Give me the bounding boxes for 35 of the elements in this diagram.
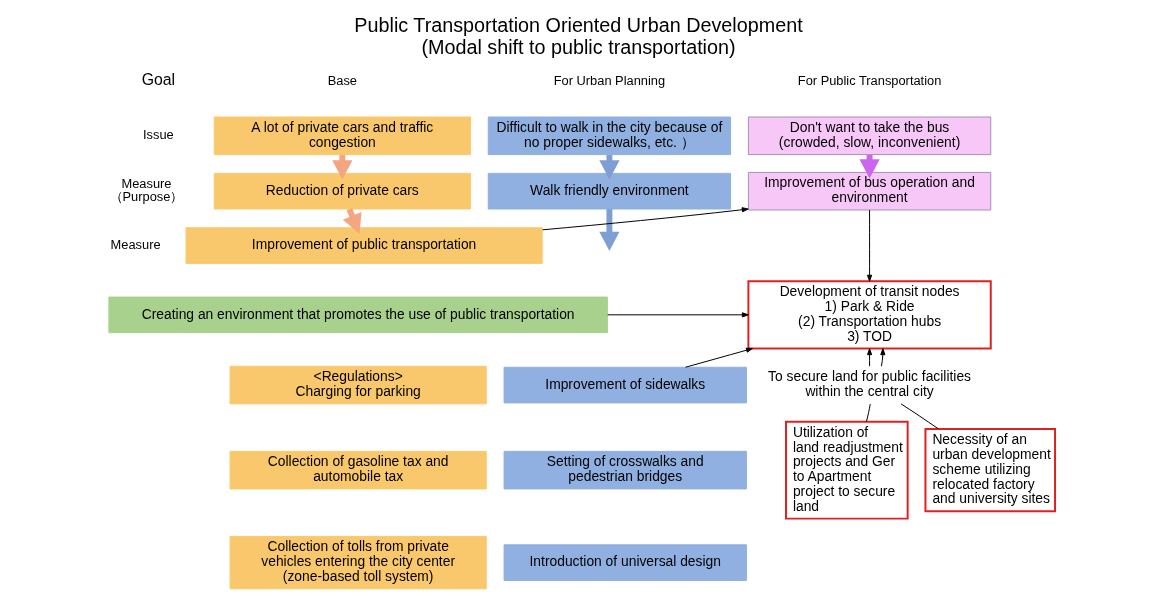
label: Issue <box>142 127 174 143</box>
node-box: Don't want to take the bus (crowded, slow, inconvenient) <box>747 116 992 156</box>
label: Goal <box>141 71 176 89</box>
arrow <box>607 312 749 318</box>
node-box: Introduction of universal design <box>503 544 747 581</box>
node-text: To secure land for public facilities within the central city <box>768 368 972 400</box>
node-box: Improvement of bus operation and environment <box>747 171 992 211</box>
label: Measure <box>110 236 161 252</box>
connector <box>900 403 939 430</box>
node-box: Collection of tolls from private vehicles entering the city center (zone-based toll system) <box>229 535 487 590</box>
node-box: Reduction of private cars <box>213 172 471 210</box>
arrow <box>880 348 886 367</box>
node-box: Necessity of an urban development scheme utilizing relocated factory and university sites <box>924 428 1057 513</box>
node-box: A lot of private cars and traffic congestion <box>213 116 471 156</box>
label: Measure （Purpose） <box>109 175 184 205</box>
node-box: Improvement of sidewalks <box>503 366 747 404</box>
arrow <box>867 209 873 282</box>
arrow <box>685 347 753 368</box>
node-box: Walk friendly environment <box>487 172 732 210</box>
node-box: Development of transit nodes 1) Park & Ride (2) Transportation hubs 3) TOD <box>747 280 992 350</box>
diagram-title: Public Transportation Oriented Urban Development (Modal shift to public transportation) <box>354 13 803 58</box>
connector <box>865 403 871 423</box>
node-box: Difficult to walk in the city because of no proper sidewalks, etc. ） <box>487 116 732 156</box>
arrow <box>599 209 620 251</box>
arrow <box>542 207 749 231</box>
node-box: Improvement of public transportation <box>185 227 543 264</box>
node-box: Creating an environment that promotes the use of public transportation <box>108 296 608 334</box>
arrow <box>867 348 873 367</box>
node-box: <Regulations> Charging for parking <box>229 365 487 405</box>
node-box: Collection of gasoline tax and automobile tax <box>229 450 487 490</box>
label: For Urban Planning <box>553 72 666 88</box>
node-box: Setting of crosswalks and pedestrian bridges <box>503 450 747 490</box>
label: For Public Transportation <box>797 72 942 88</box>
label: Base <box>327 72 357 88</box>
node-box: Utilization of land readjustment projects and Ger to Apartment project to secure land <box>785 420 909 520</box>
